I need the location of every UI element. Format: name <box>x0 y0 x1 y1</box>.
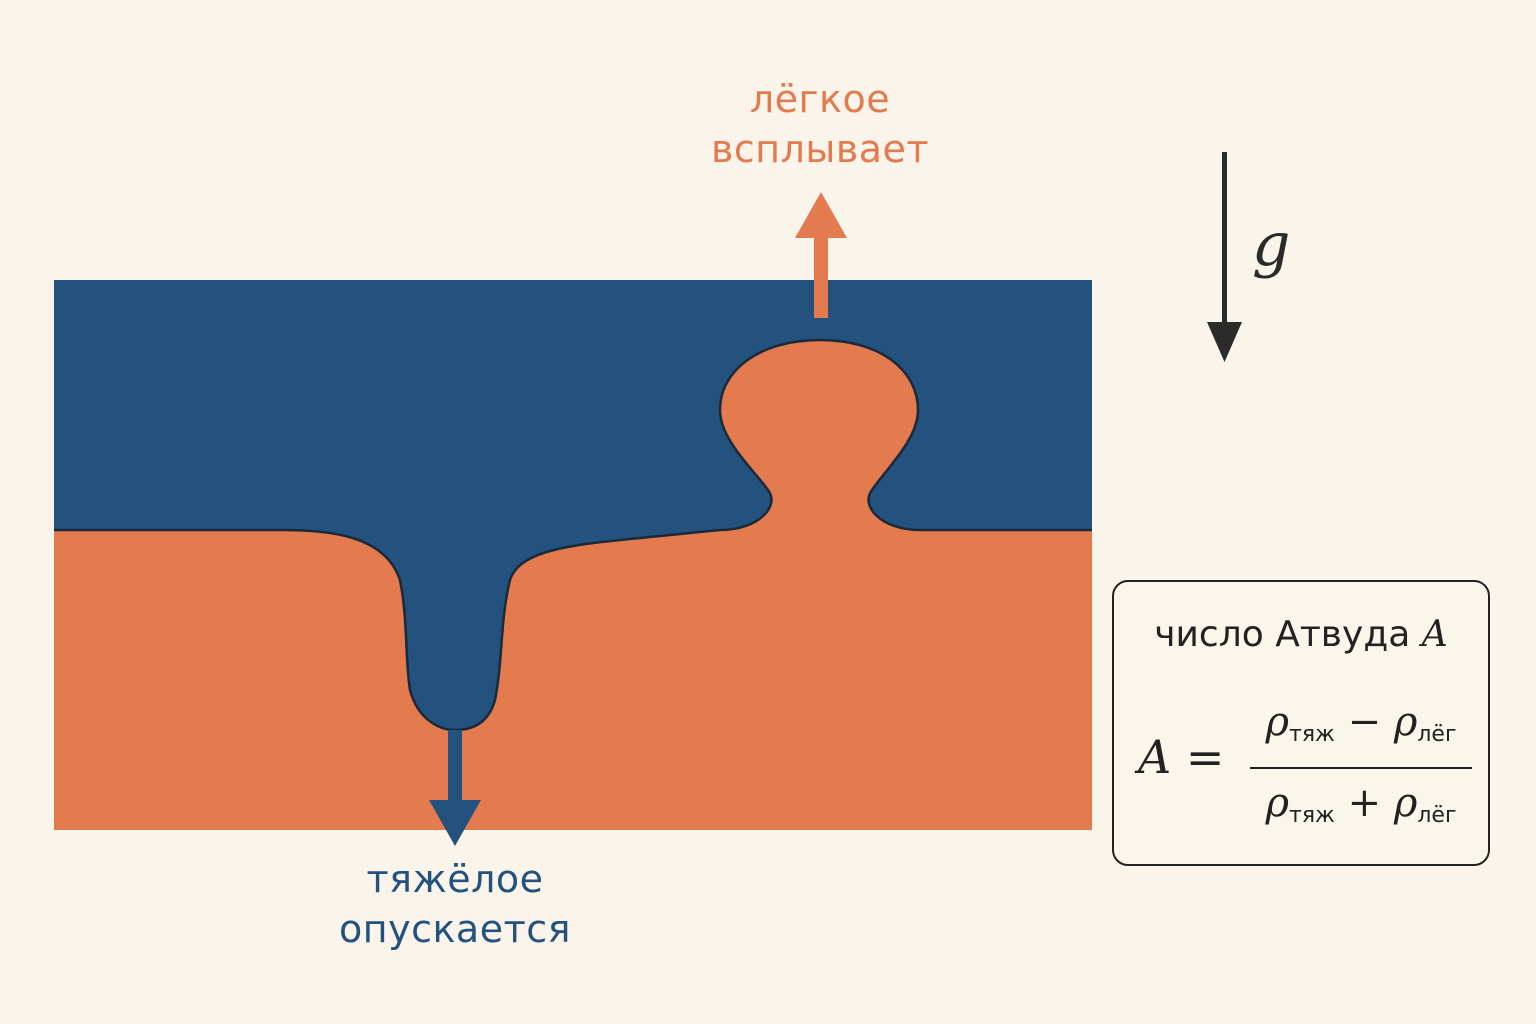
atwood-title: число Атвуда A <box>1114 614 1488 655</box>
light-rises-label: лёгкое всплывает <box>660 74 980 174</box>
interface-line <box>54 338 1092 732</box>
atwood-title-text: число Атвуда <box>1154 614 1411 655</box>
light-label-line2: всплывает <box>710 127 930 171</box>
atwood-formula: A = ρтяж − ρлёг ρтяж + ρлёг <box>1138 694 1478 828</box>
fraction-bar <box>1250 767 1472 769</box>
heavy-subscript: тяж <box>1289 722 1335 747</box>
formula-lhs: A = <box>1138 730 1224 784</box>
rho-symbol: ρ <box>1265 699 1289 745</box>
formula-lhs-text: A = <box>1138 730 1225 784</box>
heavy-sinking-arrow <box>429 730 481 846</box>
formula-numerator: ρтяж − ρлёг <box>1250 694 1472 763</box>
light-subscript: лёг <box>1417 803 1457 828</box>
light-label-line1: лёгкое <box>749 77 891 121</box>
gravity-arrow <box>1207 152 1242 362</box>
atwood-number-box: число Атвуда A A = ρтяж − ρлёг ρтяж + ρл… <box>1112 580 1490 866</box>
light-subscript: лёг <box>1417 722 1457 747</box>
rho-symbol: ρ <box>1265 780 1289 826</box>
plus-sign: + <box>1347 780 1382 826</box>
rho-symbol: ρ <box>1393 780 1418 826</box>
light-rising-arrow <box>795 192 847 318</box>
heavy-label-line2: опускается <box>339 907 571 951</box>
minus-sign: − <box>1347 699 1382 745</box>
atwood-title-symbol: A <box>1421 614 1448 655</box>
rho-symbol: ρ <box>1393 699 1418 745</box>
formula-denominator: ρтяж + ρлёг <box>1250 775 1472 844</box>
heavy-subscript: тяж <box>1289 803 1335 828</box>
heavy-fluid-region <box>54 280 1092 730</box>
heavy-sinks-label: тяжёлое опускается <box>300 854 610 954</box>
gravity-label: g <box>1252 210 1291 280</box>
heavy-label-line1: тяжёлое <box>366 857 544 901</box>
formula-fraction: ρтяж − ρлёг ρтяж + ρлёг <box>1250 694 1472 844</box>
